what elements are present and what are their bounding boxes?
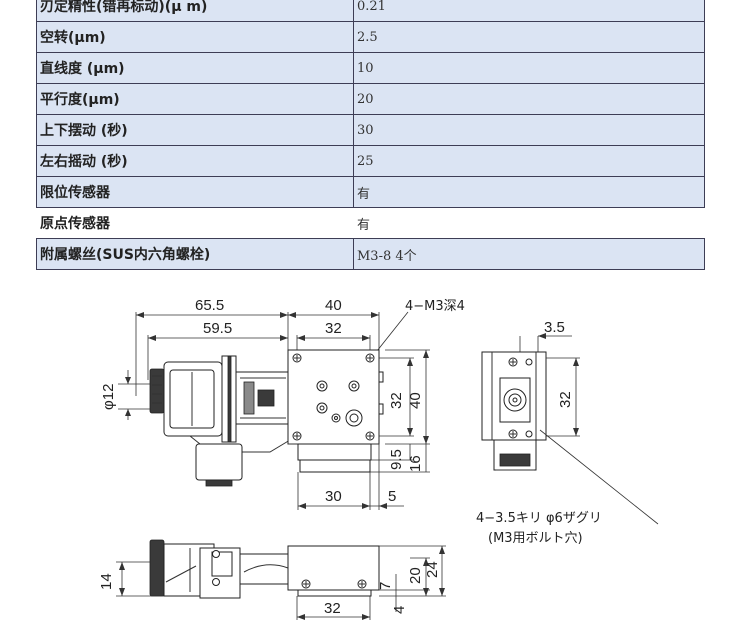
spec-value: 30: [353, 114, 705, 146]
spec-label: 上下摆动 (秒): [36, 114, 354, 146]
dim-40-top: 40: [325, 297, 342, 314]
dim-7: 7: [377, 582, 394, 590]
spec-row: 空转(μm)2.5: [36, 21, 705, 53]
spec-value: 20: [353, 83, 705, 115]
spec-row: 附属螺丝(SUS内六角螺栓)M3-8 4个: [36, 238, 705, 270]
dim-40-right: 40: [407, 392, 424, 409]
note-hole: 4−3.5キリ φ6ザグリ: [476, 511, 602, 526]
spec-row: 平行度(μm)20: [36, 83, 705, 115]
dim-3-5: 3.5: [544, 319, 565, 336]
spec-row: 左右摇动 (秒)25: [36, 145, 705, 177]
spec-value: M3-8 4个: [353, 238, 705, 270]
spec-label: 直线度 (μm): [36, 52, 354, 84]
spec-label: 刃定精性(错再标动)(μ m): [36, 0, 354, 22]
dim-5: 5: [388, 488, 396, 505]
note-tap: 4−M3深4: [405, 299, 465, 314]
dim-24: 24: [424, 561, 441, 578]
spec-label: 平行度(μm): [36, 83, 354, 115]
dim-32-side: 32: [557, 391, 574, 408]
spec-row: 限位传感器有: [36, 176, 705, 208]
front-view: 14 20 24 7 4 32: [98, 539, 446, 620]
spec-row: 直线度 (μm)10: [36, 52, 705, 84]
spec-value: 有: [353, 176, 705, 208]
spec-value: 25: [353, 145, 705, 177]
dim-9-5: 9.5: [388, 449, 405, 470]
dim-phi12: φ12: [100, 384, 117, 410]
dim-59-5: 59.5: [203, 320, 232, 337]
spec-label: 附属螺丝(SUS内六角螺栓): [36, 238, 354, 270]
spec-value: 10: [353, 52, 705, 84]
side-view: 3.5 32 4−3.5キリ φ6ザグリ (M3用ボルト穴): [476, 319, 659, 546]
dim-32-bottom: 32: [324, 600, 341, 617]
spec-row: 上下摆动 (秒)30: [36, 114, 705, 146]
spec-value: 0.21: [353, 0, 705, 22]
dim-20: 20: [407, 567, 424, 584]
dim-14: 14: [98, 573, 115, 590]
dim-16: 16: [407, 455, 424, 472]
note-bolt: (M3用ボルト穴): [488, 531, 583, 546]
spec-value: 2.5: [353, 21, 705, 53]
spec-label: 原点传感器: [36, 207, 354, 239]
spec-value: 有: [353, 207, 705, 239]
dim-32-top: 32: [325, 320, 342, 337]
spec-row: 原点传感器有: [36, 207, 705, 239]
dim-32-right: 32: [388, 392, 405, 409]
dim-30: 30: [325, 488, 342, 505]
spec-label: 空转(μm): [36, 21, 354, 53]
spec-label: 左右摇动 (秒): [36, 145, 354, 177]
top-view: 65.5 59.5 40 32 4−M3深4 φ12: [100, 297, 465, 510]
dim-4: 4: [391, 606, 408, 614]
spec-row: 刃定精性(错再标动)(μ m)0.21: [36, 0, 705, 22]
dim-65-5: 65.5: [195, 297, 224, 314]
spec-label: 限位传感器: [36, 176, 354, 208]
